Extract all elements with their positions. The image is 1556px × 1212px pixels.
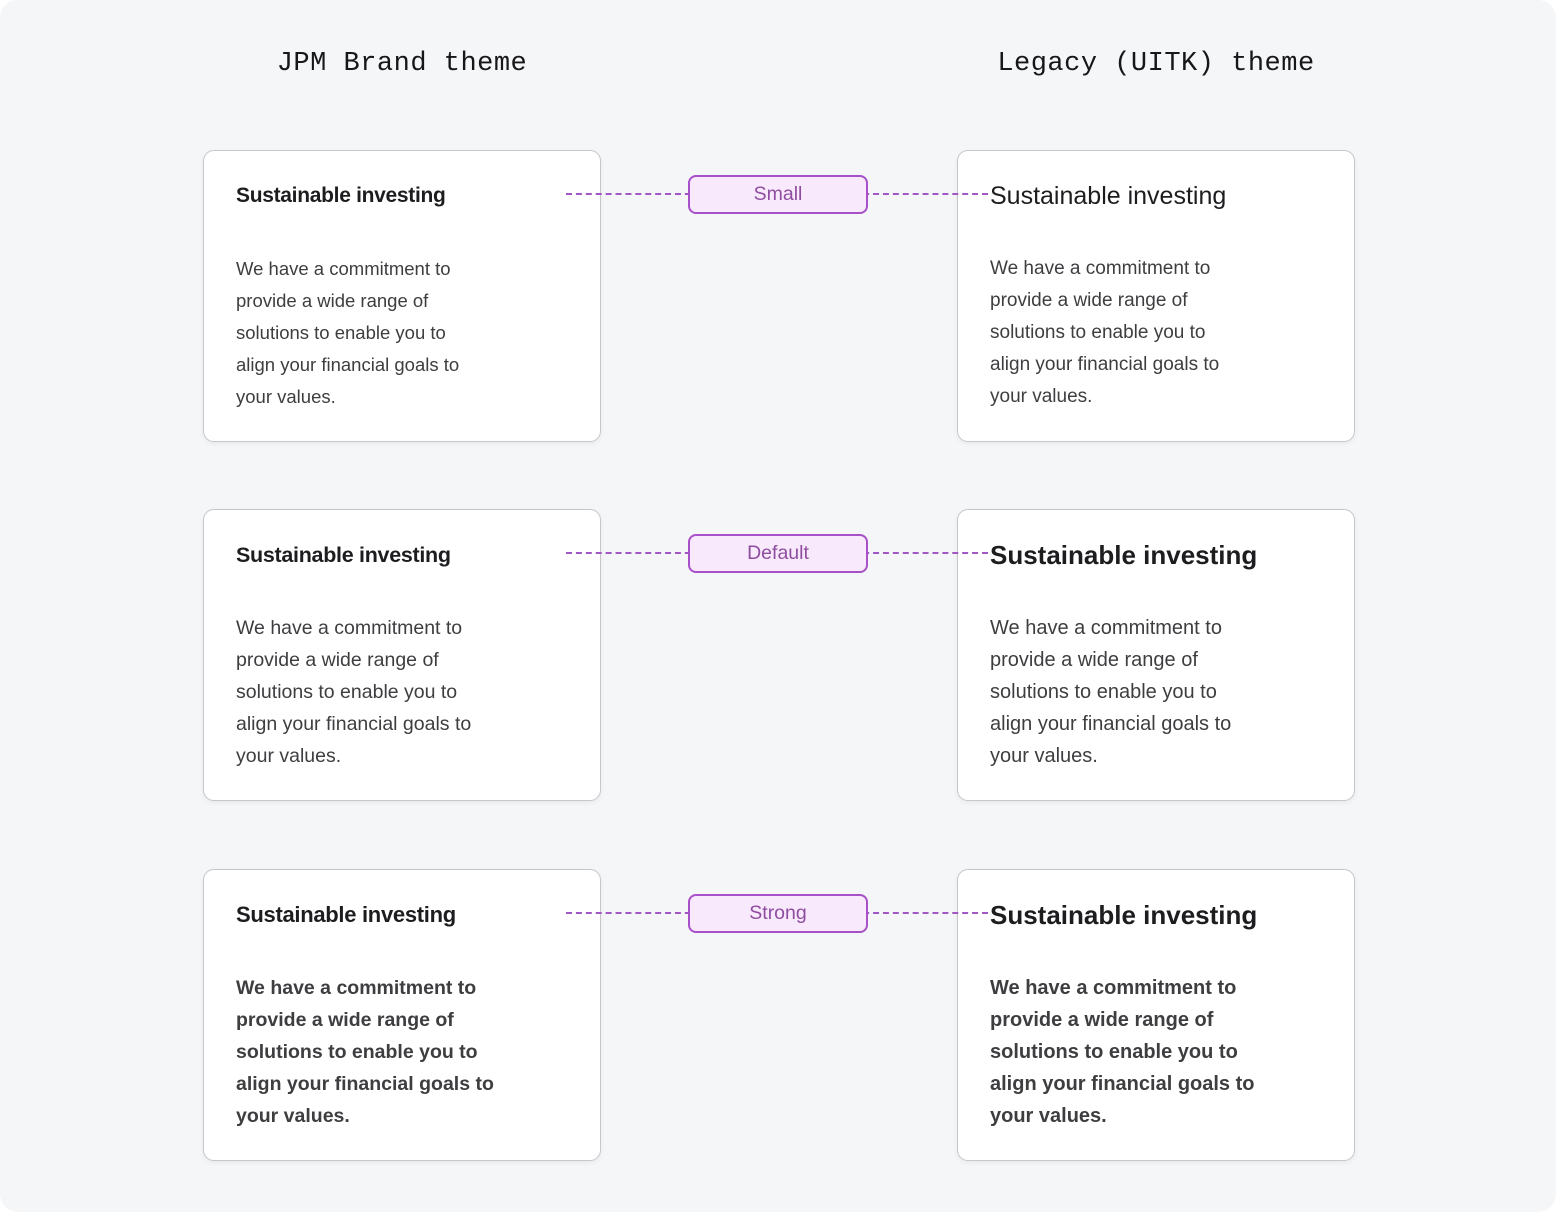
card-title: Sustainable investing bbox=[990, 182, 1227, 210]
card-body: We have a commitment to provide a wide r… bbox=[236, 258, 460, 407]
card-body: We have a commitment to provide a wide r… bbox=[236, 617, 472, 767]
variant-badge-default: Default bbox=[688, 534, 868, 573]
card-body: We have a commitment to provide a wide r… bbox=[990, 617, 1232, 767]
column-header-legacy-uitk: Legacy (UITK) theme bbox=[997, 49, 1315, 79]
card-title: Sustainable investing bbox=[236, 184, 446, 207]
card-legacy-default: Sustainable investing We have a commitme… bbox=[957, 509, 1355, 801]
card-legacy-small: Sustainable investing We have a commitme… bbox=[957, 150, 1355, 442]
variant-row-default: Sustainable investing We have a commitme… bbox=[0, 509, 1556, 801]
card-legacy-strong: Sustainable investing We have a commitme… bbox=[957, 869, 1355, 1161]
card-body: We have a commitment to provide a wide r… bbox=[990, 977, 1255, 1127]
variant-row-strong: Sustainable investing We have a commitme… bbox=[0, 869, 1556, 1161]
variant-badge-small: Small bbox=[688, 175, 868, 214]
variant-row-small: Sustainable investing We have a commitme… bbox=[0, 150, 1556, 442]
variant-badge-strong: Strong bbox=[688, 894, 868, 933]
card-title: Sustainable investing bbox=[990, 900, 1258, 930]
card-title: Sustainable investing bbox=[990, 540, 1258, 570]
card-body: We have a commitment to provide a wide r… bbox=[990, 258, 1220, 407]
card-jpm-default: Sustainable investing We have a commitme… bbox=[203, 509, 601, 801]
column-header-jpm-brand: JPM Brand theme bbox=[276, 49, 528, 79]
card-title: Sustainable investing bbox=[236, 902, 456, 927]
card-jpm-strong: Sustainable investing We have a commitme… bbox=[203, 869, 601, 1161]
card-body: We have a commitment to provide a wide r… bbox=[236, 977, 494, 1127]
card-jpm-small: Sustainable investing We have a commitme… bbox=[203, 150, 601, 442]
card-title: Sustainable investing bbox=[236, 543, 451, 567]
